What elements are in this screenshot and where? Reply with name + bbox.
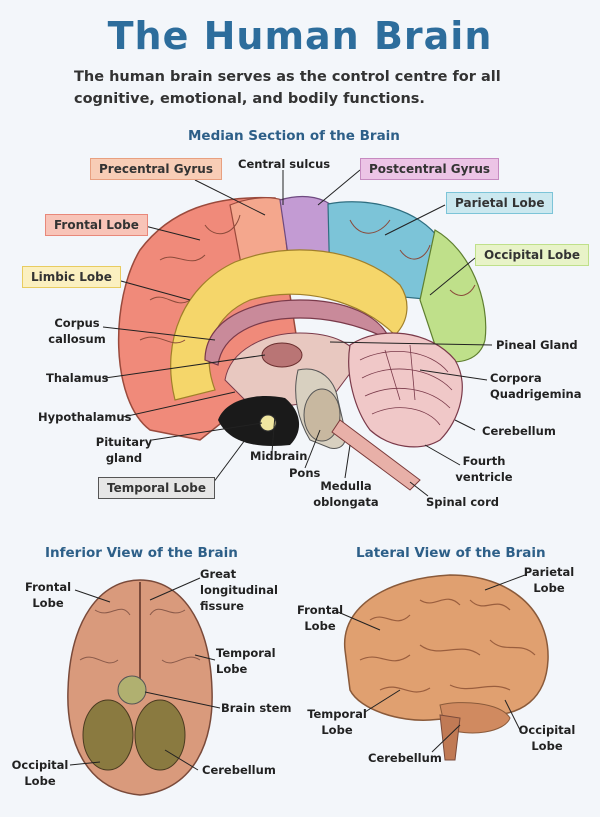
inferior-cerebellum-left [82,699,134,771]
limbic-lobe-tag: Limbic Lobe [22,266,121,288]
central-sulcus-label: Central sulcus [238,157,331,171]
lateral-view-title: Lateral View of the Brain [356,545,546,561]
inferior-temporal-lobe-text: Temporal Lobe [216,646,276,676]
spinal-cord-shape [331,419,421,491]
inferior-occipital-lobe-label: Occipital Lobe [10,757,70,789]
inferior-leader-lines [69,577,221,771]
lateral-frontal-lobe-label: Frontal Lobe [290,602,350,634]
thalamus-label: Thalamus [46,371,109,385]
inferior-frontal-lobe-label: Frontal Lobe [18,579,78,611]
great-longitudinal-fissure-text: Great longitudinal fissure [200,567,278,613]
medulla-oblongata-text: Medulla oblongata [313,479,379,509]
inferior-cerebellum-label: Cerebellum [202,763,276,777]
postcentral-gyrus-tag: Postcentral Gyrus [360,158,500,180]
lateral-temporal-lobe-text: Temporal Lobe [307,707,367,737]
limbic-lobe-region [170,249,408,401]
inferior-cerebellum-right [134,699,186,771]
lateral-temporal-lobe-label: Temporal Lobe [306,706,368,738]
inferior-occipital-lobe-text: Occipital Lobe [11,758,69,788]
lateral-parietal-lobe-text: Parietal Lobe [523,565,575,595]
inferior-frontal-lobe-text: Frontal Lobe [24,580,72,610]
occipital-lobe-tag: Occipital Lobe [475,244,589,266]
lateral-parietal-lobe-label: Parietal Lobe [519,564,579,596]
median-section-illustration [117,195,487,491]
lateral-brain-stem-shape [439,714,461,761]
inferior-temporal-lobe-label: Temporal Lobe [216,645,276,677]
thalamus-body [261,342,303,368]
corpora-quadrigemina-label: Corpora Quadrigemina [490,370,581,402]
midbrain-label: Midbrain [250,449,308,463]
cerebellum-shape [348,332,463,448]
lateral-view-illustration [344,574,549,761]
pineal-gland-label: Pineal Gland [496,338,578,352]
inferior-brain-stem-shape [117,675,147,705]
great-longitudinal-fissure-label: Great longitudinal fissure [200,566,278,614]
median-section-title: Median Section of the Brain [188,128,400,144]
medulla-oblongata-label: Medulla oblongata [310,478,382,510]
pituitary-gland-label: Pituitary gland [92,434,156,466]
lateral-cerebellum-label: Cerebellum [368,751,442,765]
fourth-ventricle-label: Fourth ventricle [452,453,516,485]
pituitary-gland-text: Pituitary gland [95,435,153,465]
cerebellum-label: Cerebellum [482,424,556,438]
inferior-view-title: Inferior View of the Brain [45,545,238,561]
lateral-frontal-lobe-text: Frontal Lobe [296,603,344,633]
lateral-occipital-lobe-text: Occipital Lobe [518,723,576,753]
fourth-ventricle-text: Fourth ventricle [455,454,513,484]
lateral-occipital-lobe-label: Occipital Lobe [516,722,578,754]
temporal-lobe-tag: Temporal Lobe [98,477,215,499]
pons-shape [303,388,341,442]
brain-stem-label: Brain stem [221,701,292,715]
inferior-view-illustration [67,579,213,796]
spinal-cord-label: Spinal cord [426,495,499,509]
parietal-lobe-tag: Parietal Lobe [446,192,554,214]
lateral-brain-shape [344,574,549,721]
page-title: The Human Brain [107,14,493,58]
frontal-lobe-tag: Frontal Lobe [45,214,148,236]
median-leader-lines [102,169,493,497]
lateral-leader-lines [337,574,526,753]
pons-label: Pons [289,466,321,480]
hypothalamus-label: Hypothalamus [38,410,132,424]
page-subtitle: The human brain serves as the control ce… [74,69,501,107]
precentral-gyrus-tag: Precentral Gyrus [90,158,222,180]
corpus-callosum-text: Corpus callosum [48,316,106,346]
hypothalamus-region [218,396,300,446]
corpus-callosum-label: Corpus callosum [45,315,109,347]
corpora-quadrigemina-text: Corpora Quadrigemina [490,371,582,401]
